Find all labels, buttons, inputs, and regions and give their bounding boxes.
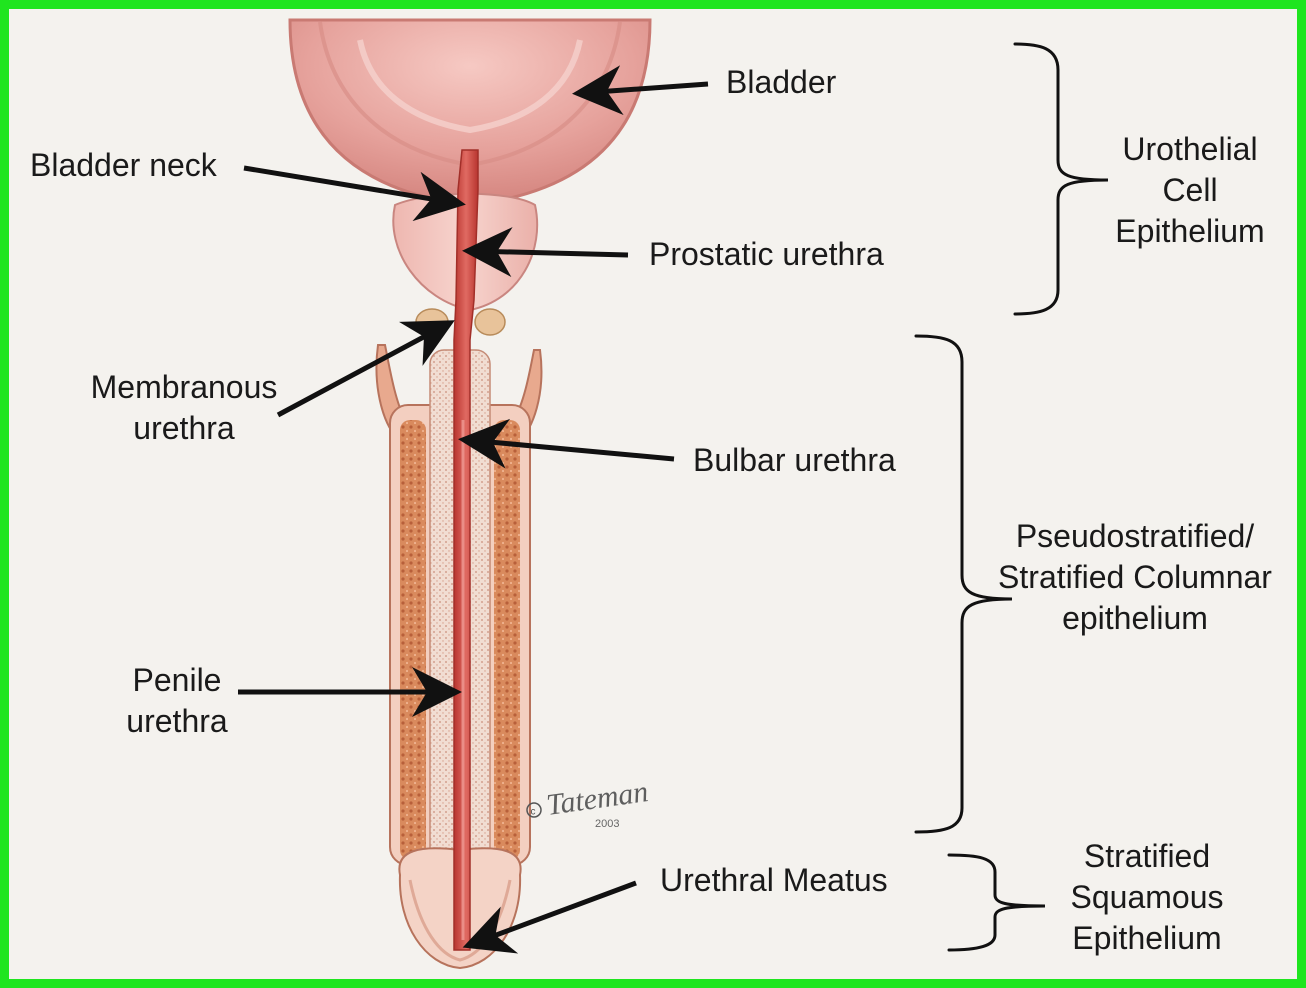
bladder-neck-label: Bladder neck: [30, 145, 217, 186]
squamous-line-2: Squamous: [1047, 877, 1247, 918]
svg-text:c: c: [531, 807, 536, 818]
penile-urethra-label: Penile urethra: [97, 660, 257, 742]
squamous-brace: [949, 855, 1045, 950]
squamous-line-1: Stratified: [1047, 836, 1247, 877]
sphincter-right-shape: [475, 309, 505, 335]
membranous-urethra-label: Membranous urethra: [64, 367, 304, 449]
bladder-label: Bladder: [726, 62, 836, 103]
urothelial-line-2: Cell: [1090, 170, 1290, 211]
penile-urethra-line-1: Penile: [97, 660, 257, 701]
urethral-meatus-label: Urethral Meatus: [660, 860, 888, 901]
columnar-line-2: Stratified Columnar: [985, 557, 1285, 598]
signature-year: 2003: [595, 818, 619, 830]
squamous-epithelium-label: Stratified Squamous Epithelium: [1047, 836, 1247, 959]
columnar-epithelium-label: Pseudostratified/ Stratified Columnar ep…: [985, 516, 1285, 639]
urothelial-line-3: Epithelium: [1090, 211, 1290, 252]
squamous-line-3: Epithelium: [1047, 918, 1247, 959]
artist-signature: c Tateman 2003: [527, 775, 650, 830]
urothelial-epithelium-label: Urothelial Cell Epithelium: [1090, 129, 1290, 252]
penile-urethra-line-2: urethra: [97, 701, 257, 742]
prostatic-urethra-label: Prostatic urethra: [649, 234, 884, 275]
urothelial-line-1: Urothelial: [1090, 129, 1290, 170]
membranous-urethra-line-1: Membranous: [64, 367, 304, 408]
columnar-line-3: epithelium: [985, 598, 1285, 639]
signature-name: Tateman: [544, 775, 650, 822]
membranous-urethra-line-2: urethra: [64, 408, 304, 449]
columnar-line-1: Pseudostratified/: [985, 516, 1285, 557]
bulbar-urethra-label: Bulbar urethra: [693, 440, 896, 481]
